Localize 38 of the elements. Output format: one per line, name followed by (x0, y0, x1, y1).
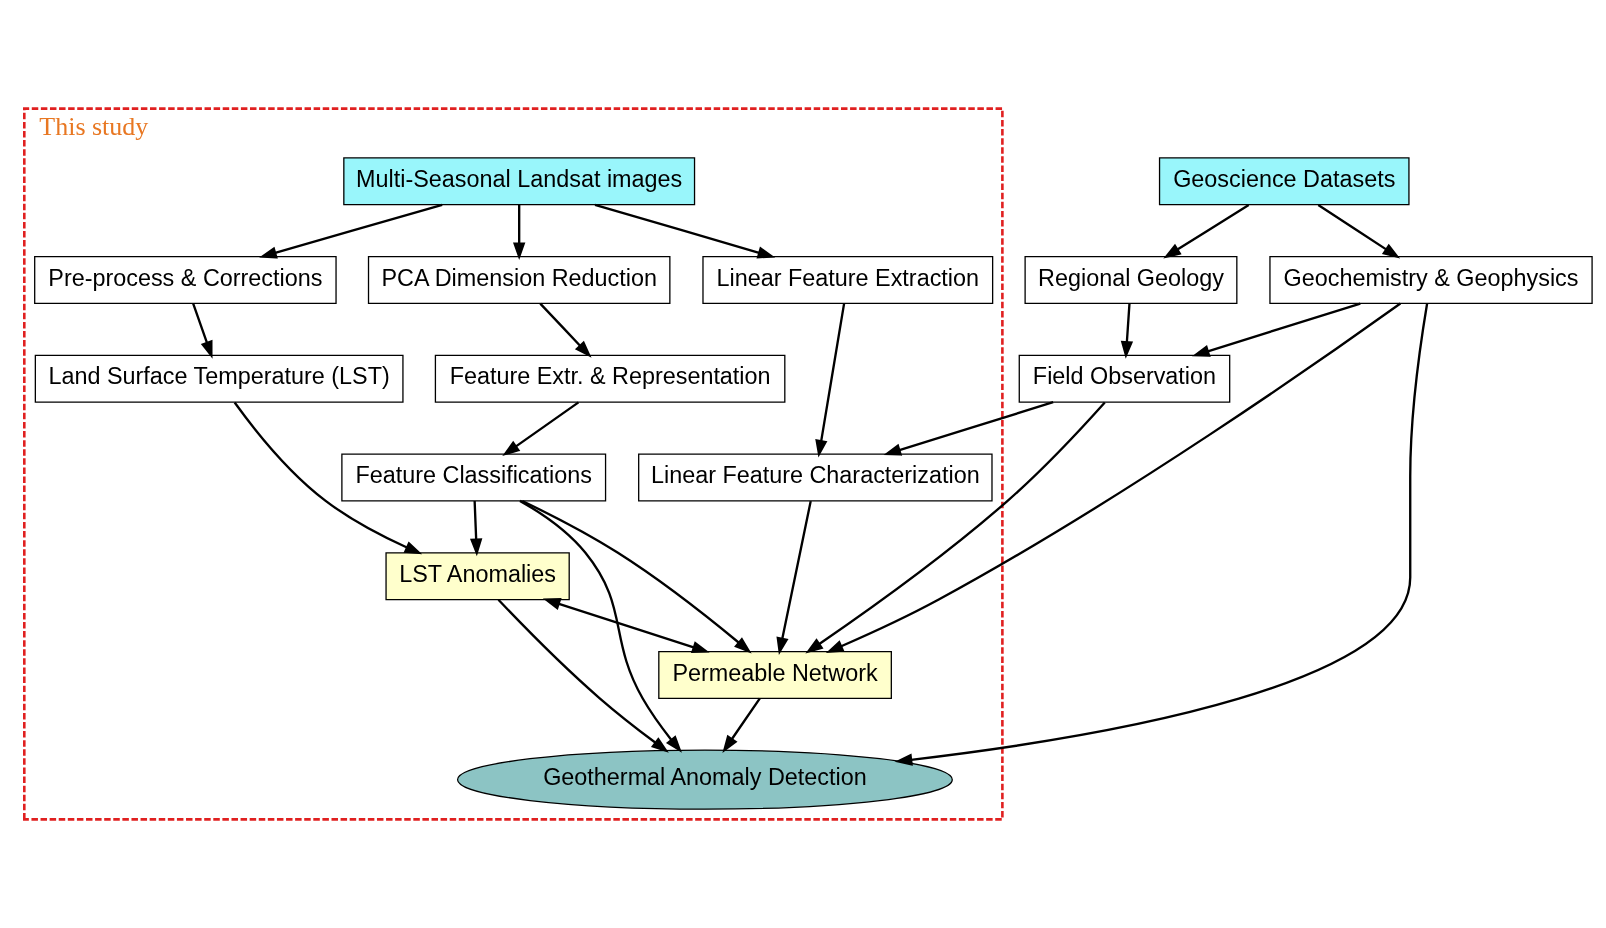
arrow (539, 302, 592, 358)
arrow (502, 401, 580, 457)
arrow (521, 499, 752, 654)
node-box: Feature Extr. & Representation (434, 354, 786, 403)
arrow (192, 303, 213, 359)
arrow (883, 401, 1054, 456)
arrow (722, 697, 761, 753)
arrow (815, 303, 846, 458)
arrow (513, 204, 526, 261)
arrow (805, 401, 1106, 654)
arrow (259, 203, 443, 259)
node-box: Pre-process & Corrections (34, 256, 337, 305)
node-box: Geoscience Datasets (1158, 157, 1410, 206)
arrow (1120, 303, 1134, 359)
node-box: PCA Dimension Reduction (367, 256, 671, 305)
node-box: Feature Classifications (341, 453, 607, 502)
arrow (469, 501, 483, 557)
node-box: Regional Geology (1024, 256, 1238, 305)
node-box: Field Observation (1018, 354, 1231, 403)
arrow (519, 499, 682, 753)
arrow (1317, 203, 1401, 259)
arrow (825, 302, 1402, 653)
arrow (1163, 203, 1250, 259)
node-ellipse: Geothermal Anomaly Detection (456, 749, 953, 810)
node-box: Linear Feature Characterization (638, 453, 993, 502)
node-box: Multi-Seasonal Landsat images (343, 157, 696, 206)
arrow (1192, 302, 1361, 357)
node-box: Permeable Network (658, 650, 892, 699)
arrow (497, 598, 669, 753)
node-box: Linear Feature Extraction (702, 256, 994, 305)
arrow (233, 401, 423, 555)
arrow (776, 500, 812, 655)
arrow (542, 598, 710, 653)
node-box: LST Anomalies (385, 552, 570, 601)
node-box: Land Surface Temperature (LST) (34, 354, 404, 403)
node-box: Geochemistry & Geophysics (1269, 256, 1593, 305)
arrow (894, 303, 1429, 766)
arrow (594, 203, 776, 259)
